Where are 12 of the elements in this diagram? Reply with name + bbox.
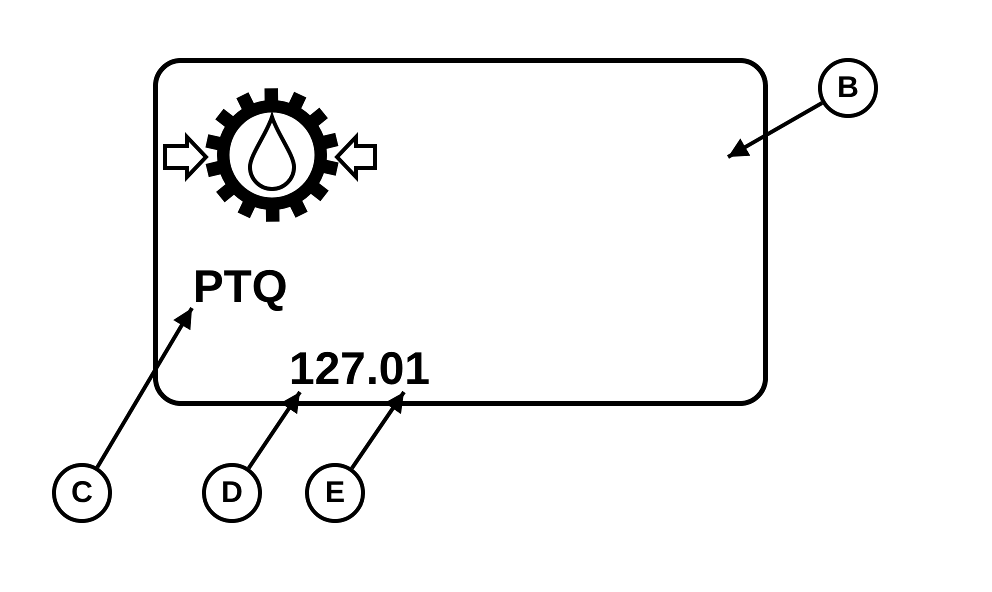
callout-letter: B [818,58,878,118]
callout-letter: D [202,463,262,523]
leader-line [727,101,823,159]
display-reading: 127 [289,345,366,391]
leader-line [247,390,302,470]
display-screen [153,58,768,406]
callout-letter: E [305,463,365,523]
leader-line [350,390,406,470]
display-reading: .01 [366,345,456,391]
callout-letter: C [52,463,112,523]
leader-line [96,306,194,468]
display-reading: PTQ [193,263,313,309]
